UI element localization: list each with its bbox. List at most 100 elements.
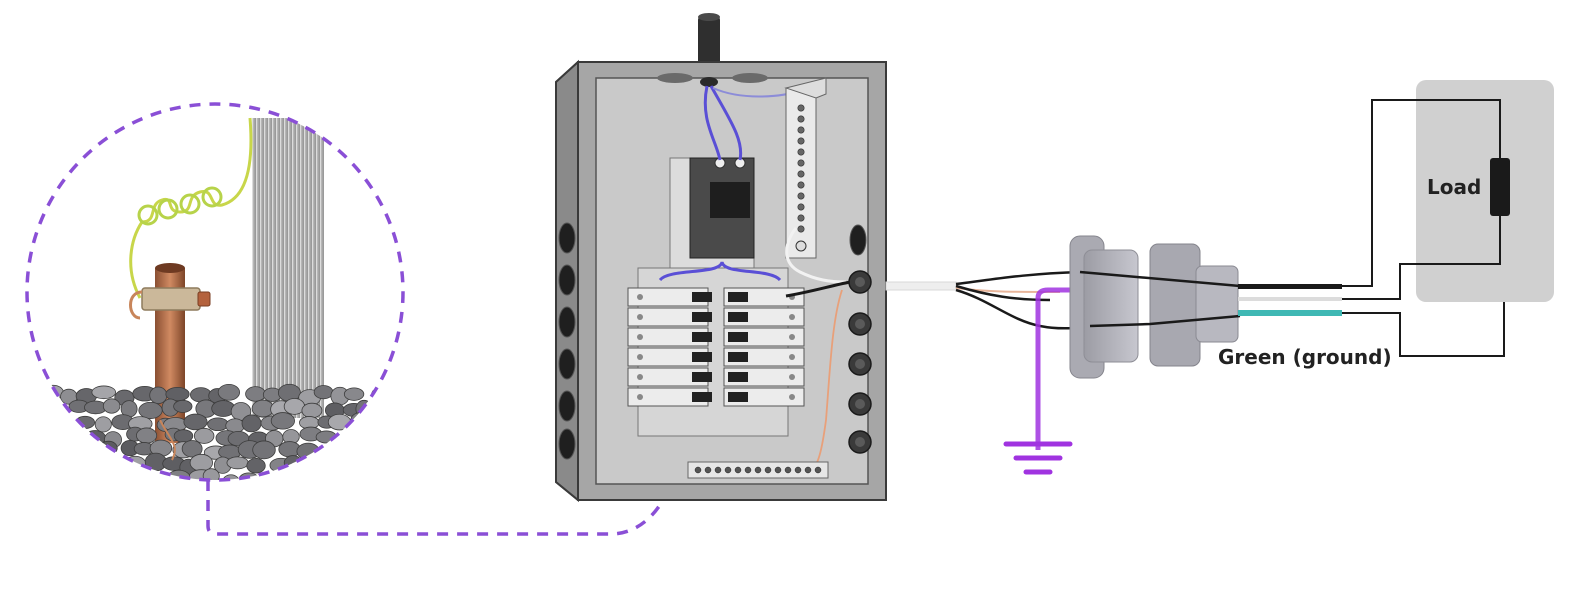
breaker-toggle <box>692 312 712 322</box>
gravel-stone <box>279 471 299 480</box>
bar-screw <box>797 225 805 233</box>
gravel-stone <box>91 385 117 400</box>
cable-gland-core <box>855 359 865 369</box>
cable-gland-core <box>855 437 865 447</box>
gravel-stone <box>401 416 403 430</box>
gravel-stone <box>376 397 395 415</box>
gravel-stone <box>301 402 323 419</box>
gravel-stone <box>388 402 403 419</box>
breaker-screw <box>789 314 795 320</box>
ground-bar-screw <box>814 466 822 474</box>
ground-bar-screw <box>704 466 712 474</box>
gravel-stone <box>165 386 190 402</box>
gravel-stone <box>368 472 393 480</box>
gravel-stone <box>217 383 241 401</box>
gravel-stone <box>27 475 49 480</box>
gravel-stone <box>55 415 78 434</box>
ground-symbol-icon <box>1003 441 1073 475</box>
gravel-stone <box>362 431 381 447</box>
breaker-toggle <box>692 292 712 302</box>
gravel-stone <box>371 431 396 448</box>
gravel-stone <box>301 456 321 475</box>
gravel <box>27 383 434 480</box>
gravel-stone <box>67 456 86 474</box>
bar-screw <box>797 148 805 156</box>
ground-wire-coil <box>129 117 253 299</box>
gravel-stone <box>387 417 403 431</box>
gravel-stone <box>207 417 229 432</box>
gravel-stone <box>252 440 276 460</box>
gravel-stone <box>31 404 49 418</box>
gravel-stone <box>40 415 61 429</box>
gravel-stone <box>102 456 125 476</box>
bar-screw <box>797 126 805 134</box>
gravel-stone <box>294 472 312 480</box>
gravel-stone <box>332 468 354 480</box>
ground-wire-label: Green (ground) <box>1218 345 1392 369</box>
bar-screw <box>795 240 807 252</box>
breaker-screw <box>637 294 643 300</box>
gravel-stone <box>401 468 403 480</box>
gravel-stone <box>226 456 249 470</box>
dashed-ground-link <box>206 468 692 536</box>
breaker-screw <box>637 334 643 340</box>
gravel-stone <box>364 441 384 457</box>
breaker-toggle <box>692 372 712 382</box>
gravel-stone <box>87 454 110 473</box>
gravel-stone <box>94 416 112 433</box>
gravel-stone <box>181 440 203 458</box>
gravel-stone <box>317 457 342 472</box>
gravel-stone <box>413 455 434 473</box>
breaker-screw <box>789 394 795 400</box>
ground-path <box>1003 287 1080 475</box>
gravel-stone <box>136 427 158 444</box>
gravel-stone <box>394 459 403 474</box>
gravel-stone <box>414 429 431 444</box>
gravel-stone <box>27 426 50 446</box>
ground-bar-screw <box>724 466 732 474</box>
resistor-icon <box>1490 158 1510 216</box>
gravel-stone <box>311 473 330 480</box>
gravel-stone <box>343 387 365 401</box>
gravel-stone <box>79 473 103 480</box>
breaker-screw <box>637 314 643 320</box>
gravel-stone <box>381 390 401 404</box>
ground-bar-screw <box>774 466 782 474</box>
supply-cable <box>885 270 1091 330</box>
breaker-toggle <box>728 292 748 302</box>
plug-icon <box>1069 235 1241 379</box>
gravel-stone <box>383 470 403 480</box>
gravel-stone <box>29 415 48 432</box>
gravel-stone <box>283 455 303 471</box>
load-label: Load <box>1427 175 1481 199</box>
cable-gland-core <box>855 399 865 409</box>
bar-screw <box>797 115 805 123</box>
gravel-stone <box>183 413 208 431</box>
gravel-stone <box>399 440 403 457</box>
gravel-stone <box>313 385 334 400</box>
cable-gland-core <box>855 277 865 287</box>
rod-clamp <box>141 287 201 311</box>
bar-screw <box>797 137 805 145</box>
breaker-screw <box>789 354 795 360</box>
gravel-stone <box>173 399 193 413</box>
breaker-toggle <box>692 332 712 342</box>
gravel-stone <box>48 457 74 474</box>
bar-screw <box>797 181 805 189</box>
gravel-stone <box>102 398 121 414</box>
copper-tail <box>159 419 176 461</box>
gravel-stone <box>340 429 364 444</box>
gravel-stone <box>333 446 355 462</box>
gravel-stone <box>390 430 403 447</box>
breaker-toggle <box>728 332 748 342</box>
ground-bar-screw <box>804 466 812 474</box>
gravel-stone <box>100 470 121 480</box>
gravel-stone <box>352 470 375 480</box>
gravel-stone <box>270 412 295 430</box>
ground-bar-screw <box>754 466 762 474</box>
gravel-stone <box>59 468 79 480</box>
bar-screw <box>797 104 805 112</box>
ground-bar-screw <box>694 466 702 474</box>
breaker-toggle <box>728 352 748 362</box>
